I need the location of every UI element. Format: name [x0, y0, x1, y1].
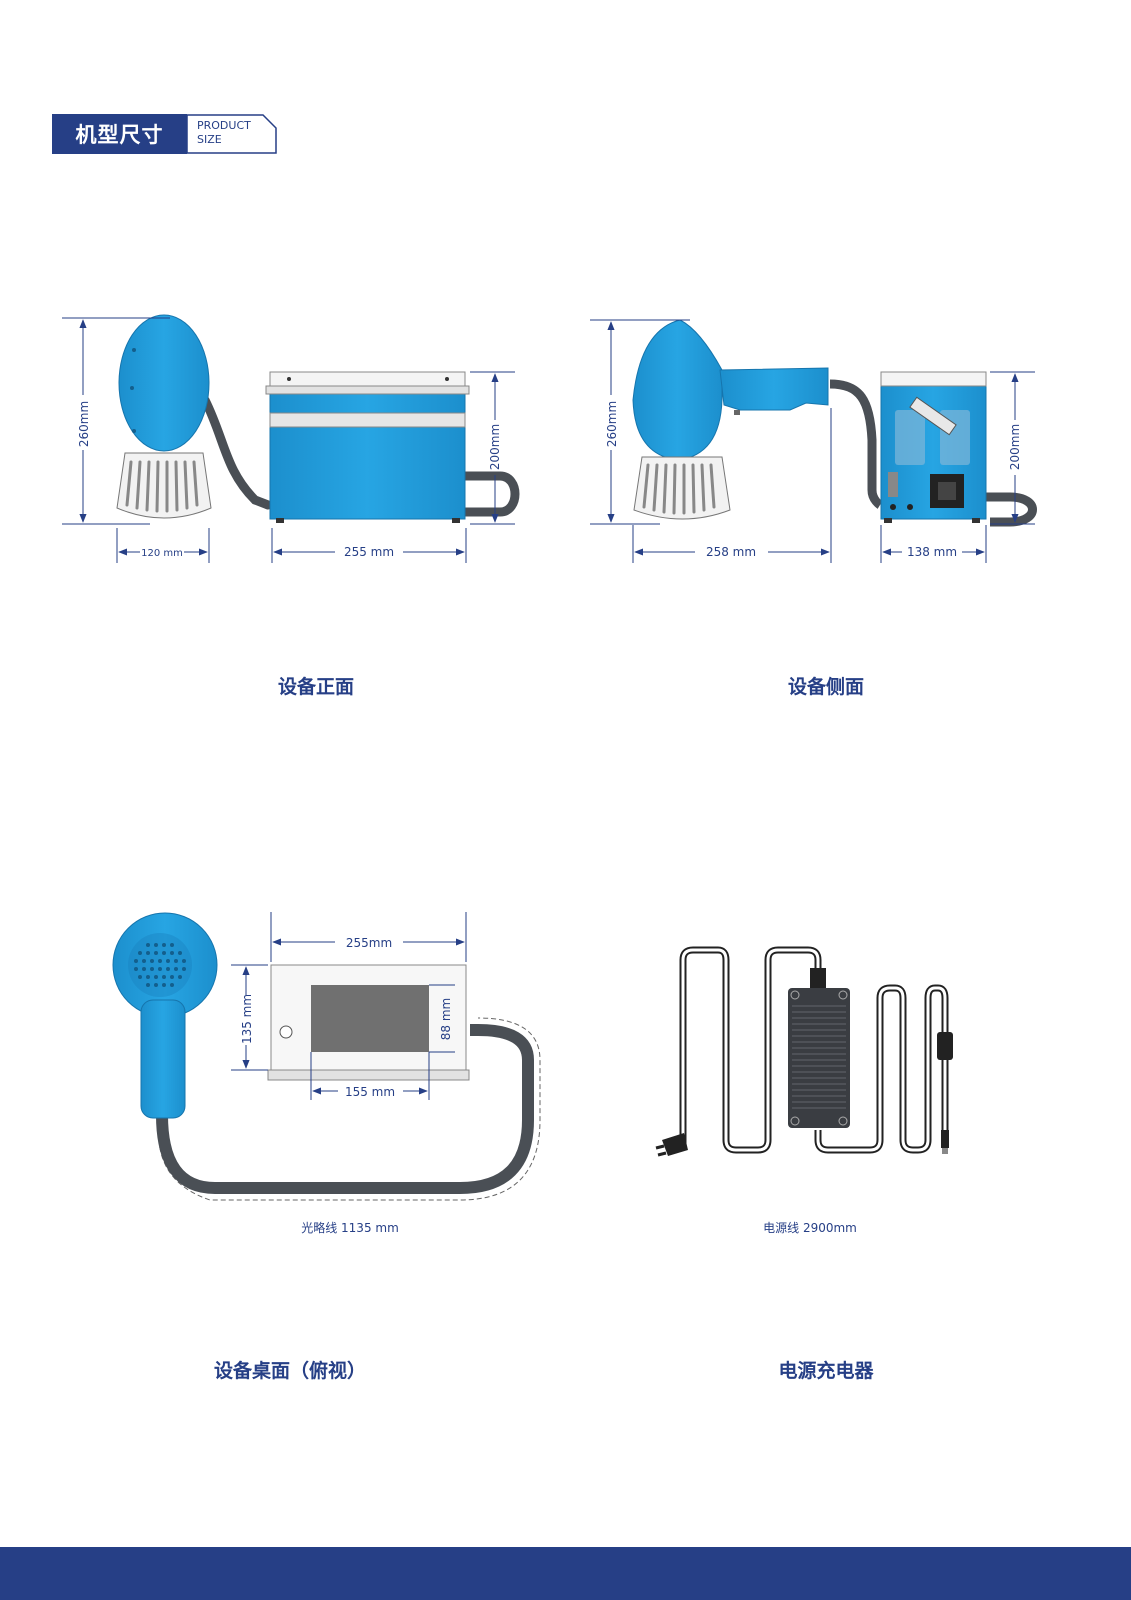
front-handle-bar: [269, 412, 466, 428]
front-handpiece-head: [118, 314, 210, 452]
section-title-cn: 机型尺寸: [52, 114, 187, 154]
side-view: 260mm 200mm 258 mm 138 mm: [590, 319, 1037, 563]
front-main-box: [269, 373, 466, 520]
caption-front-view: 设备正面: [277, 676, 354, 698]
front-dim-height: 260mm: [77, 401, 91, 447]
side-dim-box-depth: 138 mm: [907, 545, 957, 559]
section-header: 机型尺寸 PRODUCT SIZE: [52, 114, 277, 154]
front-view: 260mm 200mm 120 mm 255 mm: [62, 314, 520, 563]
caption-top-view: 设备桌面（俯视）: [213, 1360, 366, 1382]
title-en-line1: PRODUCT: [197, 119, 251, 132]
top-dim-depth: 135 mm: [240, 994, 254, 1044]
side-dim-box-height: 200mm: [1008, 424, 1022, 470]
side-dim-handpiece-length: 258 mm: [706, 545, 756, 559]
section-title-en-box: PRODUCT SIZE: [187, 114, 277, 154]
footer-bar: [0, 1547, 1131, 1600]
top-fiber-cable: [156, 1024, 534, 1194]
charger-view: 电源线 2900mm: [655, 946, 953, 1235]
side-handpiece-head: [632, 319, 723, 461]
charger-power-brick: [788, 988, 850, 1128]
front-cable: [200, 395, 273, 510]
charger-plug: [662, 1133, 688, 1156]
top-power-button: [279, 1025, 293, 1039]
charger-cable-length-note: 电源线 2900mm: [763, 1221, 857, 1235]
side-handle: [909, 396, 957, 436]
top-touch-screen: [311, 985, 429, 1052]
section-title-en: PRODUCT SIZE: [197, 119, 251, 147]
product-drawings: 260mm 200mm 120 mm 255 mm: [62, 314, 1037, 1235]
top-handpiece-grip: [140, 999, 186, 1119]
side-handpiece-handle: [719, 367, 829, 411]
front-cable-loop: [462, 471, 520, 517]
side-cable: [829, 379, 883, 509]
front-dim-nozzle-width: 120 mm: [141, 548, 183, 559]
side-dim-height: 260mm: [605, 401, 619, 447]
top-dim-width: 255mm: [346, 936, 392, 950]
caption-side-view: 设备侧面: [787, 676, 864, 698]
title-en-line2: SIZE: [197, 133, 222, 146]
front-dim-box-width: 255 mm: [344, 545, 394, 559]
caption-charger: 电源充电器: [778, 1360, 874, 1382]
top-dim-screen-height: 88 mm: [439, 998, 453, 1040]
top-view: 255mm 135 mm 88 mm 155 mm 光略线 1135 mm: [112, 912, 541, 1235]
front-dim-box-height: 200mm: [488, 424, 502, 470]
top-fiber-length-note: 光略线 1135 mm: [301, 1220, 399, 1235]
top-dim-screen-width: 155 mm: [345, 1085, 395, 1099]
title-en-frame: [187, 114, 277, 154]
